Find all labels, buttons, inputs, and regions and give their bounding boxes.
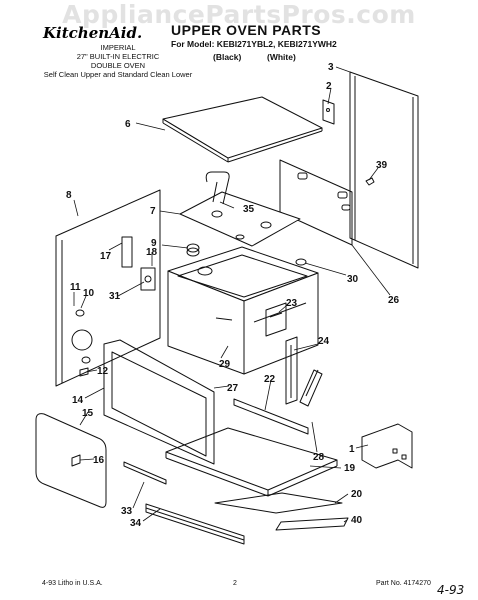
part-label-3: 3 (328, 62, 334, 73)
part-label-10: 10 (83, 288, 95, 299)
part-label-30: 30 (347, 274, 359, 285)
element-terminal (186, 243, 200, 257)
part-label-29: 29 (219, 359, 231, 370)
bottom-trim (214, 492, 343, 514)
left-side-panel (55, 189, 161, 387)
part-label-18: 18 (146, 247, 158, 258)
part-label-39: 39 (376, 160, 388, 171)
small-clip (79, 367, 89, 377)
rear-bracket (322, 99, 335, 125)
leader-lines (73, 66, 391, 523)
part-label-15: 15 (82, 408, 94, 419)
part-label-34: 34 (130, 518, 142, 529)
oven-liner (167, 246, 319, 375)
part-label-33: 33 (121, 506, 133, 517)
insulation-shield (179, 171, 301, 247)
bottom-strip (275, 517, 349, 531)
part-label-8: 8 (66, 190, 72, 201)
gasket-clip (71, 454, 81, 467)
product-line-2: 27" BUILT-IN ELECTRIC (76, 52, 160, 61)
part-label-7: 7 (150, 206, 156, 217)
latch-assembly (140, 267, 156, 291)
part-label-9: 9 (151, 238, 157, 249)
part-label-19: 19 (344, 463, 356, 474)
footer-part-number: Part No. 4174270 (376, 580, 431, 587)
brand-logo: KitchenAid. (43, 24, 143, 42)
model-line: For Model: KEBI271YBL2, KEBI271YWH2 (171, 39, 337, 49)
color-white-label: (White) (267, 52, 296, 62)
part-label-40: 40 (351, 515, 363, 526)
part-label-31: 31 (109, 291, 121, 302)
footer-page-number: 2 (233, 580, 237, 587)
part-label-1: 1 (349, 444, 355, 455)
part-label-11: 11 (70, 282, 81, 293)
product-line-1: IMPERIAL (100, 43, 136, 52)
door-gasket (35, 413, 107, 508)
hinge-receptacle (285, 336, 298, 405)
grommet (295, 258, 307, 266)
door-hinge (299, 369, 323, 407)
door-frame (103, 339, 215, 465)
part-label-22: 22 (264, 374, 276, 385)
part-label-14: 14 (72, 395, 84, 406)
part-label-6: 6 (125, 119, 131, 130)
oven-floor (165, 427, 338, 497)
part-label-23: 23 (286, 298, 298, 309)
part-label-12: 12 (97, 366, 109, 377)
liner-bracket (265, 302, 287, 337)
part-label-27: 27 (227, 383, 239, 394)
part-label-16: 16 (93, 455, 105, 466)
color-black-label: (Black) (213, 52, 242, 62)
top-panel (162, 96, 323, 163)
side-vent (121, 236, 133, 268)
rear-panel (349, 71, 419, 269)
product-line-4: Self Clean Upper and Standard Clean Lowe… (43, 70, 193, 79)
part-label-35: 35 (243, 204, 255, 215)
product-line-3: DOUBLE OVEN (90, 61, 146, 70)
watermark: AppliancePartsPros.com (62, 0, 416, 29)
page-title: UPPER OVEN PARTS (171, 22, 322, 38)
part-label-2: 2 (326, 81, 332, 92)
lower-bracket (123, 461, 167, 485)
part-label-17: 17 (100, 251, 112, 262)
footer-litho: 4-93 Litho in U.S.A. (42, 580, 103, 587)
mounting-bracket (361, 423, 413, 469)
part-label-26: 26 (388, 295, 400, 306)
bottom-rail (145, 503, 245, 545)
handwritten-date: 4-93 (437, 583, 465, 597)
hinge-support (233, 398, 309, 435)
part-label-20: 20 (351, 489, 363, 500)
part-label-24: 24 (318, 336, 330, 347)
part-label-28: 28 (313, 452, 325, 463)
part-labels: 3 2 6 39 8 35 7 9 18 17 30 11 10 31 26 2… (66, 62, 400, 529)
light-socket (71, 309, 93, 364)
right-side-panel (279, 159, 353, 246)
